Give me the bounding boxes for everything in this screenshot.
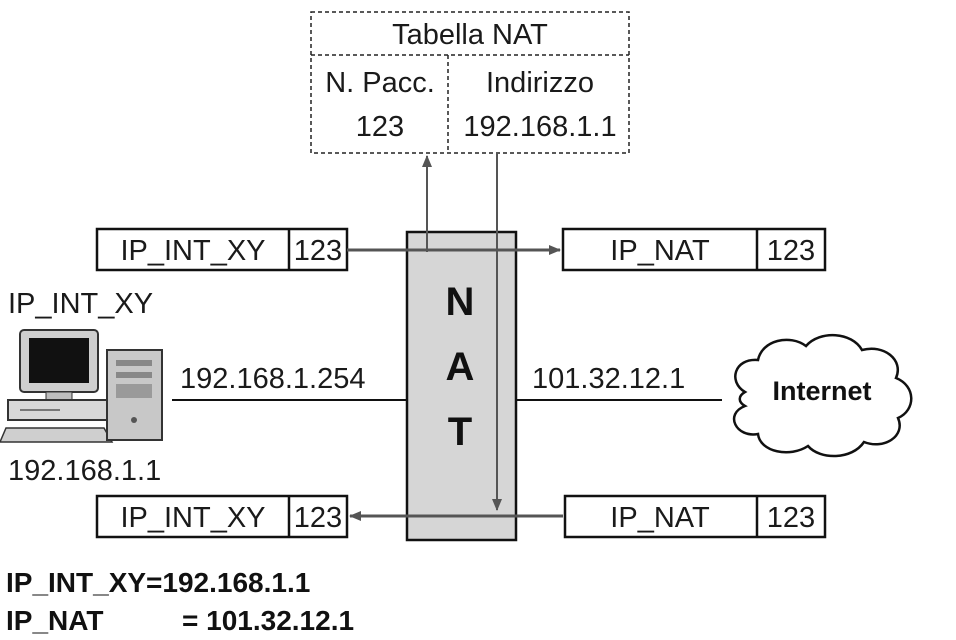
host-name-label: IP_INT_XY: [8, 288, 153, 320]
nat-letter-t: T: [448, 410, 472, 454]
host-ip-label: 192.168.1.1: [8, 455, 161, 487]
nat-table: Tabella NAT N. Pacc. Indirizzo 123 192.1…: [310, 11, 630, 154]
nat-letter-a: A: [446, 345, 475, 389]
outgoing-src-ip: IP_INT_XY: [120, 235, 265, 267]
nat-table-header-address: Indirizzo: [486, 67, 594, 99]
internet-cloud-icon: [732, 333, 913, 458]
incoming-dst-ip: IP_INT_XY: [120, 502, 265, 534]
nat-table-header-packet: N. Pacc.: [325, 67, 435, 99]
incoming-src-port: 123: [767, 502, 815, 534]
outgoing-packet-in: IP_INT_XY 123: [95, 227, 349, 272]
incoming-packet-out: IP_INT_XY 123: [95, 494, 349, 539]
external-ip-label: 101.32.12.1: [532, 363, 685, 395]
incoming-src-ip: IP_NAT: [610, 502, 710, 534]
computer-icon: [0, 329, 163, 443]
legend-line-2-value: = 101.32.12.1: [182, 605, 354, 636]
nat-letter-n: N: [446, 280, 475, 324]
outgoing-dst-ip: IP_NAT: [610, 235, 710, 267]
outgoing-src-port: 123: [294, 235, 342, 267]
incoming-packet-in: IP_NAT 123: [563, 494, 827, 539]
outgoing-dst-port: 123: [767, 235, 815, 267]
outgoing-packet-out: IP_NAT 123: [561, 227, 827, 272]
legend-line-2-key: IP_NAT: [6, 605, 104, 636]
nat-table-cell-address: 192.168.1.1: [463, 111, 616, 143]
nat-box: N A T: [405, 230, 518, 542]
nat-table-cell-packet: 123: [356, 111, 404, 143]
internet-label: Internet: [772, 376, 871, 406]
legend-line-1: IP_INT_XY=192.168.1.1: [6, 567, 310, 598]
nat-table-title: Tabella NAT: [392, 19, 548, 51]
internal-ip-label: 192.168.1.254: [180, 363, 365, 395]
incoming-dst-port: 123: [294, 502, 342, 534]
